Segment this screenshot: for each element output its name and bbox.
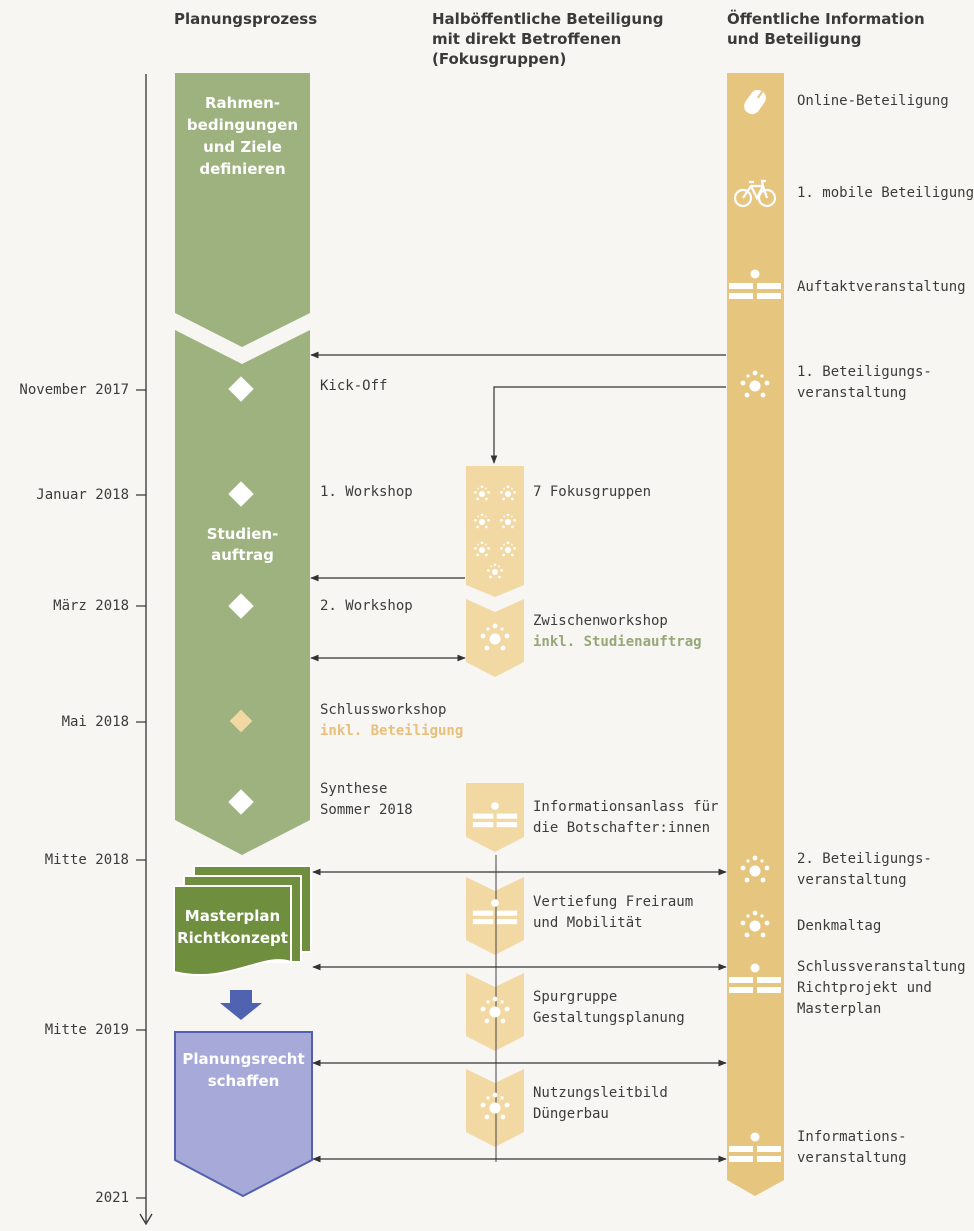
synthese-label: Synthese Sommer 2018 bbox=[320, 781, 413, 818]
phase-planungsrecht bbox=[174, 1031, 313, 1198]
fokusgruppen-shape bbox=[466, 466, 524, 597]
vertiefung-shape bbox=[466, 877, 524, 955]
bet1-label: 1. Beteiligungs- veranstaltung bbox=[797, 364, 932, 401]
kickoff-label: Kick-Off bbox=[320, 378, 388, 394]
header-planungsprozess: Planungsprozess bbox=[174, 10, 318, 28]
planungsrecht-label: Planungsrecht schaffen bbox=[182, 1050, 305, 1090]
schlussveranstaltung-label: Schlussveranstaltung Richtprojekt und Ma… bbox=[797, 959, 966, 1017]
denkmaltag-label: Denkmaltag bbox=[797, 918, 882, 934]
masterplan-document bbox=[173, 865, 312, 977]
zwischenworkshop-sublabel: inkl. Studienauftrag bbox=[533, 634, 702, 650]
nutzungsleitbild-label: Nutzungsleitbild Düngerbau bbox=[533, 1085, 668, 1122]
synthese-diamond bbox=[228, 789, 254, 815]
fokusgruppen-label: 7 Fokusgruppen bbox=[533, 484, 652, 500]
transition-arrow bbox=[220, 990, 262, 1020]
date-mitte-2019: Mitte 2019 bbox=[44, 1022, 129, 1038]
date-mai-2018: Mai 2018 bbox=[61, 714, 129, 730]
date-nov-2017: November 2017 bbox=[19, 382, 129, 398]
workshop2-diamond bbox=[228, 593, 254, 619]
workshop1-diamond bbox=[228, 481, 254, 507]
timeline-arrowhead bbox=[139, 1213, 153, 1226]
date-jan-2018: Januar 2018 bbox=[36, 487, 129, 503]
bicycle-icon bbox=[733, 179, 777, 208]
connection-arrows bbox=[310, 351, 727, 1163]
infoanlass-label: Informationsanlass für die Botschafter:i… bbox=[533, 799, 719, 836]
header-fokusgruppen: Halböffentliche Beteiligung mit direkt B… bbox=[432, 10, 664, 68]
date-maerz-2018: März 2018 bbox=[53, 598, 129, 614]
workshop1-label: 1. Workshop bbox=[320, 484, 413, 500]
schlussworkshop-sublabel: inkl. Beteiligung bbox=[320, 723, 464, 739]
spurgruppe-label: Spurgruppe Gestaltungsplanung bbox=[533, 989, 685, 1026]
date-2021: 2021 bbox=[95, 1190, 129, 1206]
public-column bbox=[727, 73, 784, 1196]
header-oeffentlich: Öffentliche Information und Beteiligung bbox=[727, 10, 925, 48]
online-mouse-icon bbox=[744, 89, 766, 115]
schlussworkshop-label: Schlussworkshop bbox=[320, 702, 447, 718]
timeline-ticks bbox=[136, 389, 146, 1199]
phase-rahmenbedingungen bbox=[175, 73, 310, 347]
kickoff-diamond bbox=[228, 376, 254, 402]
infoanlass-shape bbox=[466, 783, 524, 852]
phase-studienauftrag bbox=[175, 330, 310, 855]
bet2-label: 2. Beteiligungs- veranstaltung bbox=[797, 851, 932, 888]
online-label: Online-Beteiligung bbox=[797, 93, 949, 109]
zwischenworkshop-label: Zwischenworkshop bbox=[533, 613, 668, 629]
masterplan-label: Masterplan Richtkonzept bbox=[177, 907, 288, 947]
auftakt-label: Auftaktveranstaltung bbox=[797, 279, 966, 295]
phase2-label: Studien- auftrag bbox=[206, 525, 279, 564]
vertiefung-label: Vertiefung Freiraum und Mobilität bbox=[533, 894, 694, 931]
workshop2-label: 2. Workshop bbox=[320, 598, 413, 614]
info-veranstaltung-label: Informations- veranstaltung bbox=[797, 1129, 907, 1166]
phase1-label: Rahmen- bedingungen und Ziele definieren bbox=[186, 94, 299, 178]
date-mitte-2018: Mitte 2018 bbox=[44, 852, 129, 868]
mobile-label: 1. mobile Beteiligung bbox=[797, 185, 974, 201]
